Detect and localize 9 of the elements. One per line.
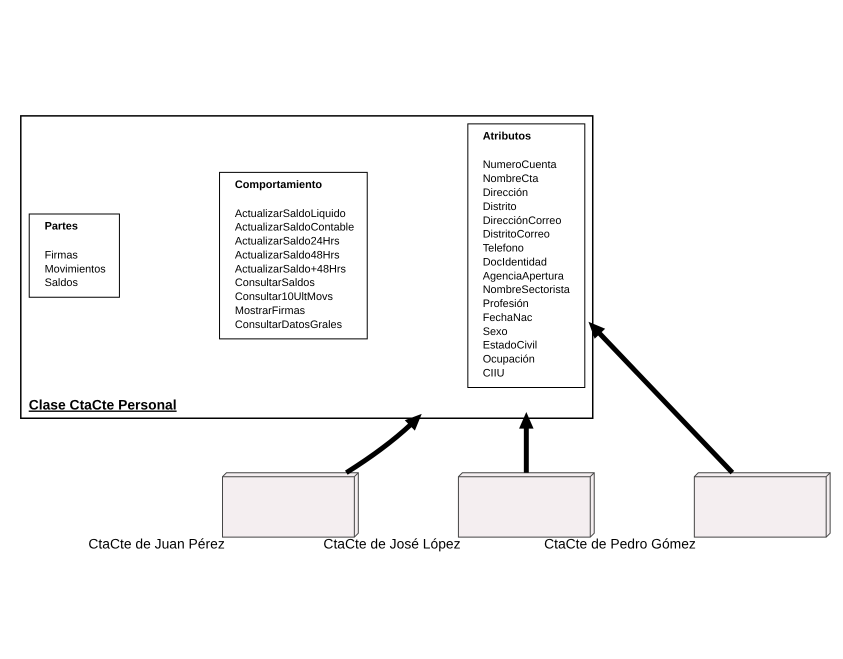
node-box: Comportamiento ActualizarSaldoLiquido ActualizarSaldoContable ActualizarSaldo24Hrs ActualizarSaldo48Hrs ActualizarSaldo+48Hrs ConsultarSaldos Consultar10UltMovs MostrarFirmas ConsultarDatosGrales	[219, 171, 368, 339]
node-box: Partes Firmas Movimientos Saldos	[28, 213, 120, 298]
node-label: CtaCte de Juan Pérez	[88, 534, 225, 551]
arrow	[345, 413, 422, 474]
arrow	[588, 321, 734, 474]
node-label: CtaCte de Pedro Gómez	[544, 534, 696, 551]
arrow	[519, 412, 534, 472]
node-box: Atributos NumeroCuenta NombreCta Dirección Distrito DirecciónCorreo DistritoCorreo Telefono DocIdentidad AgenciaApertura NombreSectorista Profesión FechaNac Sexo EstadoCivil Ocupación CIIU	[467, 122, 586, 388]
node-label: CtaCte de José López	[323, 534, 461, 551]
